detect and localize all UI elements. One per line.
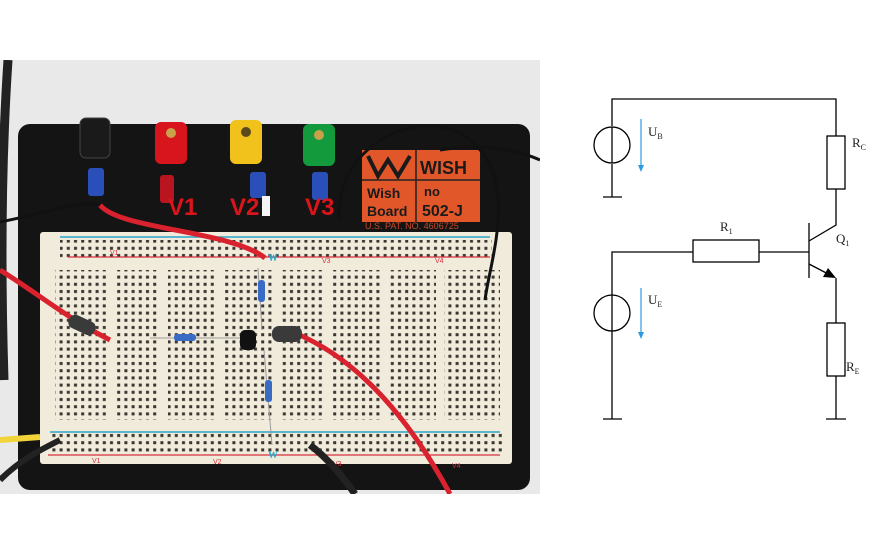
binding-post-yellow[interactable]	[230, 120, 270, 216]
resistor-r1	[174, 334, 196, 341]
rail-label: V2	[213, 459, 222, 466]
logo-model: 502-J	[422, 203, 463, 220]
binding-post-black[interactable]	[79, 117, 111, 196]
resistor-re	[265, 380, 272, 402]
rail-label: V1	[92, 458, 101, 465]
logo-model-prefix: no	[424, 184, 440, 199]
emitter-wire	[808, 263, 835, 278]
logo-name-1: Wish	[367, 185, 400, 201]
rail-label: V4	[435, 258, 444, 265]
red-probe-wire[interactable]	[0, 267, 112, 343]
rail-label: V4	[452, 463, 461, 470]
voltage-source-ue	[593, 294, 631, 332]
bottom-power-rail	[50, 432, 502, 454]
rail-label: V3	[333, 461, 342, 468]
post-label-v3: V3	[305, 194, 334, 221]
resistor-re-symbol	[826, 322, 846, 377]
red-jumper-wire[interactable]	[98, 203, 267, 261]
voltage-source-ub	[593, 126, 631, 164]
rail-label: V1	[110, 250, 119, 257]
logo-brand: WISH	[420, 158, 467, 178]
label-r1: R1	[720, 219, 733, 236]
wire-top	[611, 98, 837, 136]
resistor-r1-symbol	[692, 239, 760, 263]
center-mark: W	[268, 253, 278, 264]
resistor-rc	[258, 280, 265, 302]
post-label-v2: V2	[230, 194, 259, 221]
collector-wire	[808, 189, 837, 242]
red-probe-wire-2[interactable]	[294, 330, 453, 494]
transistor-q1	[240, 330, 256, 350]
label-ub: UB	[648, 124, 663, 141]
patent-text: U.S. PAT. NO. 4606725	[365, 221, 459, 231]
post-label-v1: V1	[168, 194, 197, 221]
wishboard-logo: WISH Wish Board no 502-J	[362, 150, 480, 222]
logo-name-2: Board	[367, 203, 407, 219]
binding-post-green[interactable]	[303, 124, 335, 200]
center-mark: W	[268, 450, 278, 461]
label-q1: Q1	[836, 231, 849, 248]
rail-label: V3	[322, 258, 331, 265]
resistor-rc-symbol	[826, 135, 846, 190]
breadboard-photo: V1 V2 V3 WISH Wish Board no 502-J U.S. P…	[0, 60, 540, 494]
label-rc: RC	[852, 135, 866, 152]
label-ue: UE	[648, 292, 662, 309]
label-re: RE	[846, 359, 860, 376]
top-power-rail	[60, 240, 492, 260]
binding-post-red[interactable]	[155, 122, 187, 203]
emitter-arrow-icon	[823, 268, 836, 278]
black-probe-wire[interactable]	[337, 124, 500, 301]
cable	[0, 60, 13, 381]
wire	[611, 251, 693, 295]
